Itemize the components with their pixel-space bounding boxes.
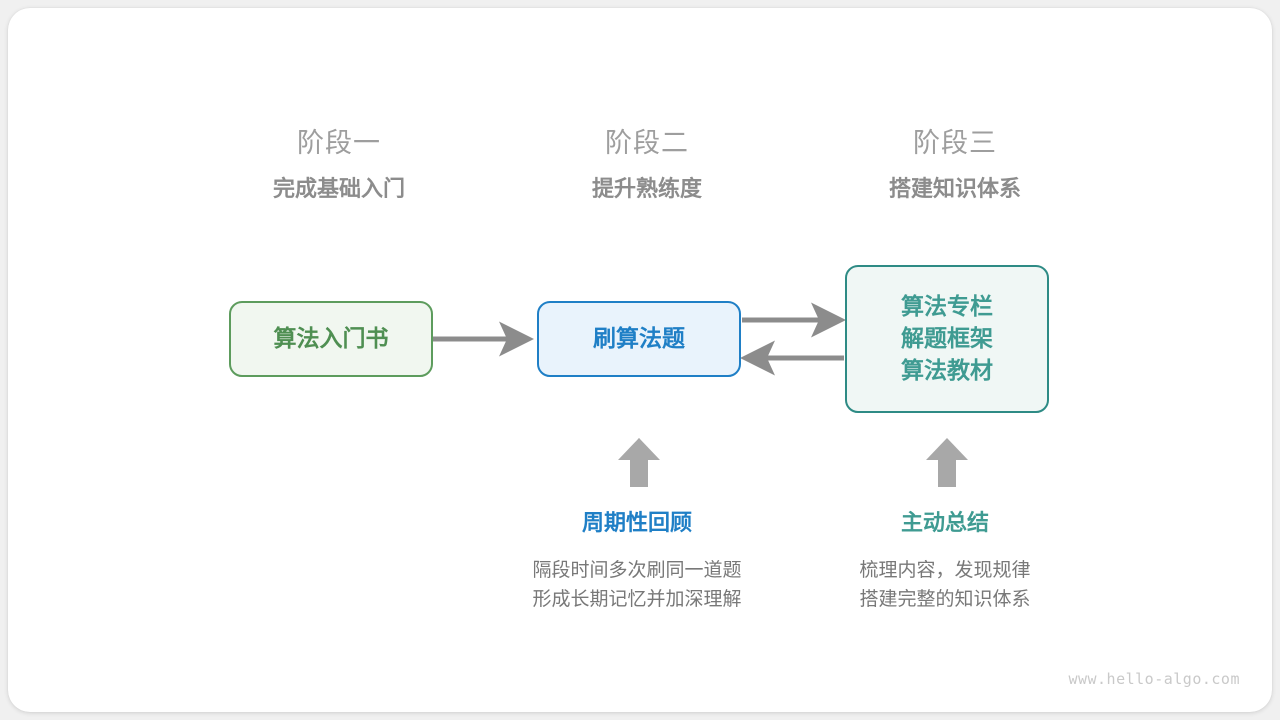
note-description-line-1: 梳理内容，发现规律 bbox=[859, 560, 1031, 581]
arrow-up-summary-head bbox=[926, 438, 968, 460]
node-learning-resources[interactable]: 算法专栏 解题框架 算法教材 bbox=[845, 265, 1049, 413]
stage-header-2: 阶段二 提升熟练度 bbox=[517, 130, 777, 200]
node-label: 刷算法题 bbox=[593, 325, 685, 352]
stage-header-1: 阶段一 完成基础入门 bbox=[209, 130, 469, 200]
arrow-up-review-head bbox=[618, 438, 660, 460]
node-label-line-2: 解题框架 bbox=[901, 325, 993, 352]
stage-goal-label: 提升熟练度 bbox=[591, 176, 702, 201]
note-description-line-1: 隔段时间多次刷同一道题 bbox=[532, 560, 742, 581]
node-label-line-1: 算法专栏 bbox=[901, 293, 993, 320]
note-title: 主动总结 bbox=[900, 510, 989, 535]
note-title: 周期性回顾 bbox=[581, 510, 692, 535]
note-description-line-2: 形成长期记忆并加深理解 bbox=[532, 588, 742, 610]
arrow-up-review bbox=[624, 438, 654, 486]
node-label-line-3: 算法教材 bbox=[901, 356, 993, 383]
stage-phase-label: 阶段一 bbox=[297, 128, 381, 158]
note-description: 梳理内容，发现规律 搭建完整的知识体系 bbox=[795, 557, 1095, 615]
note-description-line-2: 搭建完整的知识体系 bbox=[859, 588, 1031, 610]
node-algorithm-intro-book[interactable]: 算法入门书 bbox=[229, 301, 433, 377]
watermark-url: www.hello-algo.com bbox=[1068, 670, 1240, 688]
node-label: 算法入门书 bbox=[273, 325, 389, 352]
note-periodic-review: 周期性回顾 隔段时间多次刷同一道题 形成长期记忆并加深理解 bbox=[487, 512, 787, 615]
stage-goal-label: 完成基础入门 bbox=[272, 176, 405, 201]
note-active-summary: 主动总结 梳理内容，发现规律 搭建完整的知识体系 bbox=[795, 512, 1095, 615]
stage-phase-label: 阶段二 bbox=[605, 128, 689, 158]
arrow-up-summary-shaft bbox=[938, 458, 956, 487]
arrow-up-review-shaft bbox=[630, 458, 648, 487]
diagram-card: 阶段一 完成基础入门 阶段二 提升熟练度 阶段三 搭建知识体系 bbox=[8, 8, 1272, 712]
diagram-stage: 阶段一 完成基础入门 阶段二 提升熟练度 阶段三 搭建知识体系 bbox=[8, 8, 1272, 712]
stage-phase-label: 阶段三 bbox=[913, 128, 997, 158]
stage-header-3: 阶段三 搭建知识体系 bbox=[825, 130, 1085, 200]
node-practice-problems[interactable]: 刷算法题 bbox=[537, 301, 741, 377]
stage-goal-label: 搭建知识体系 bbox=[888, 176, 1021, 201]
note-description: 隔段时间多次刷同一道题 形成长期记忆并加深理解 bbox=[487, 557, 787, 615]
